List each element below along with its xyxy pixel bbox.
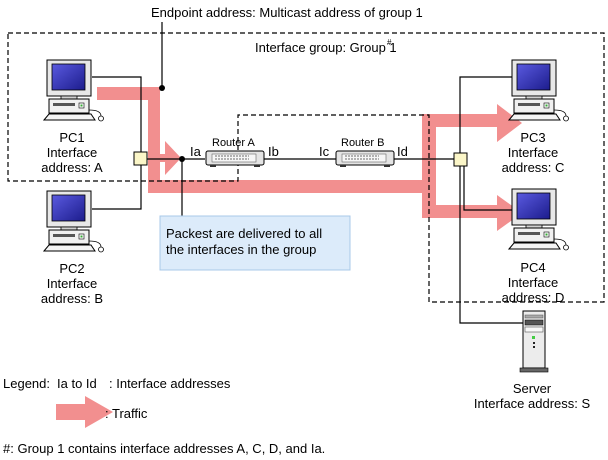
legend-traffic-arrow <box>56 396 113 428</box>
traffic-flow <box>97 87 522 231</box>
legend-title: Legend: <box>3 376 50 391</box>
server-name: Server <box>513 381 552 396</box>
pc4-icon <box>508 188 569 251</box>
pc4-line2: address: D <box>502 290 565 305</box>
hub-right <box>453 152 468 167</box>
router-a-label: Router A <box>212 137 255 149</box>
pc1-name: PC1 <box>59 130 84 145</box>
legend-key-interfaces: Ia to Id <box>57 376 97 391</box>
endpoint-dot <box>159 85 165 91</box>
legend-desc-interfaces: : Interface addresses <box>109 376 231 391</box>
interface-ic-label: Ic <box>319 144 330 159</box>
endpoint-address-label: Endpoint address: Multicast address of g… <box>151 5 423 20</box>
legend-desc-traffic: : Traffic <box>105 406 148 421</box>
pc3-line1: Interface <box>508 145 559 160</box>
callout-box <box>159 215 351 271</box>
group-footnote-marker: # <box>387 38 392 47</box>
interface-ia-label: Ia <box>190 144 202 159</box>
right-bus-wire <box>459 76 523 324</box>
hub-left <box>133 151 148 166</box>
server-icon <box>519 310 549 373</box>
router-b-icon <box>335 150 395 168</box>
pc4-line1: Interface <box>508 275 559 290</box>
pc1-icon <box>43 59 104 122</box>
router-b-label: Router B <box>341 137 384 149</box>
pc3-icon <box>508 59 569 122</box>
interface-id-label: Id <box>397 144 408 159</box>
callout-line2: the interfaces in the group <box>166 242 316 257</box>
group-label: Interface group: Group 1 <box>255 40 397 55</box>
pc1-line2: address: A <box>41 160 103 175</box>
pc3-name: PC3 <box>520 130 545 145</box>
callout-line1: Packest are delivered to all <box>166 226 322 241</box>
traffic-band <box>97 87 522 231</box>
pc4-name: PC4 <box>520 260 545 275</box>
pc2-line1: Interface <box>47 276 98 291</box>
traffic-arrow-ia <box>160 141 181 175</box>
router-a-icon <box>205 150 265 168</box>
pc3-line2: address: C <box>502 160 565 175</box>
group-boundary <box>7 32 605 303</box>
pc2-name: PC2 <box>59 261 84 276</box>
ia-dot <box>179 156 185 162</box>
server-address: Interface address: S <box>474 396 591 411</box>
footnote: #: Group 1 contains interface addresses … <box>3 441 325 456</box>
pc2-icon <box>43 190 104 253</box>
pc2-line2: address: B <box>41 291 103 306</box>
interface-ib-label: Ib <box>268 144 279 159</box>
pc4-wire <box>463 165 519 211</box>
pc1-line1: Interface <box>47 145 98 160</box>
left-bus-wire <box>92 76 142 210</box>
